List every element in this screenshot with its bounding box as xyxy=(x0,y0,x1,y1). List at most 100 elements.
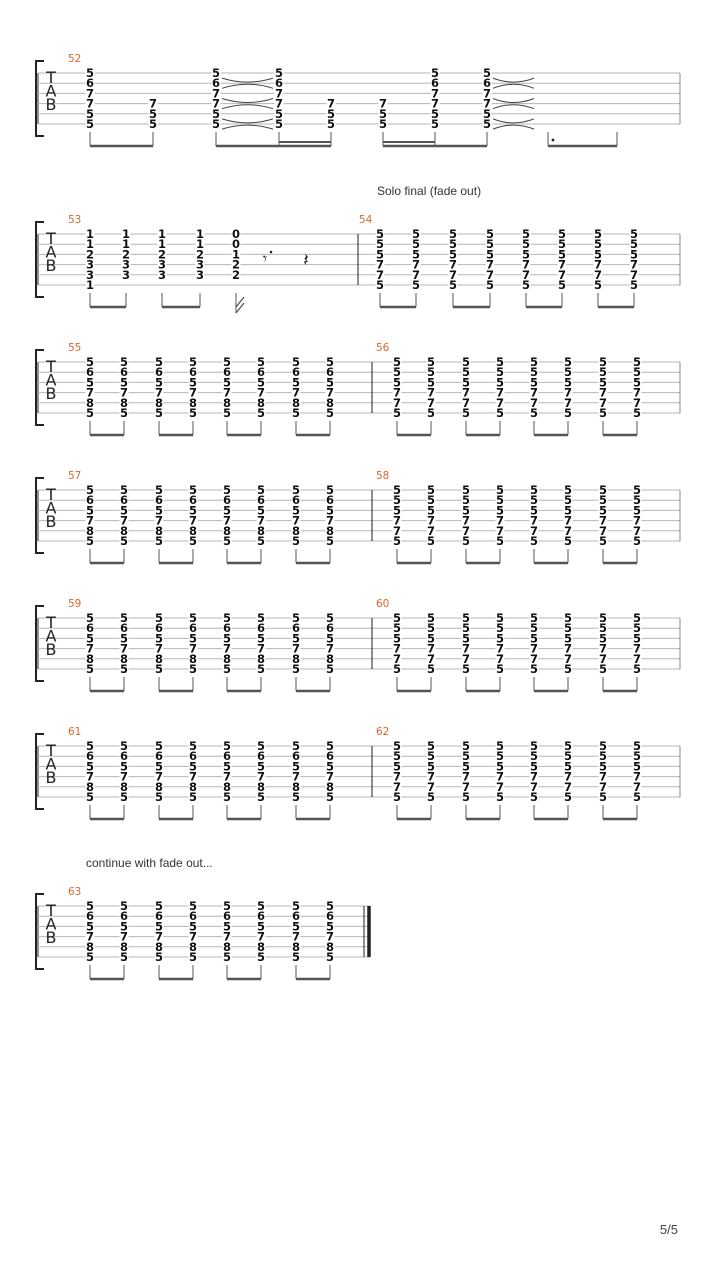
fret-number: 6 xyxy=(212,76,220,90)
fret-background xyxy=(157,269,167,280)
fret-background xyxy=(521,239,531,250)
fret-number: 5 xyxy=(522,247,530,261)
fret-number: 7 xyxy=(530,514,538,528)
fret-background xyxy=(392,408,402,418)
fret-number: 5 xyxy=(379,117,387,131)
fret-number: 7 xyxy=(292,770,300,784)
fret-number: 7 xyxy=(427,652,435,666)
fret-number: 7 xyxy=(599,780,607,794)
fret-background xyxy=(119,505,129,516)
fret-number: 7 xyxy=(599,396,607,410)
fret-number: 5 xyxy=(86,790,94,804)
fret-background xyxy=(632,515,642,526)
fret-background xyxy=(325,771,335,782)
fret-number: 5 xyxy=(86,919,94,933)
fret-number: 5 xyxy=(599,790,607,804)
fret-number: 7 xyxy=(212,97,220,111)
fret-number: 7 xyxy=(327,97,335,111)
fret-number: 7 xyxy=(496,780,504,794)
fret-background xyxy=(85,643,95,654)
fret-number: 5 xyxy=(530,611,538,625)
fret-background xyxy=(557,239,567,250)
fret-number: 7 xyxy=(427,396,435,410)
fret-background xyxy=(211,68,221,78)
fret-background xyxy=(461,485,471,495)
fret-background xyxy=(598,613,608,623)
fret-background xyxy=(392,781,402,792)
measure-number: 58 xyxy=(376,470,389,482)
fret-background xyxy=(426,643,436,654)
fret-number: 1 xyxy=(232,247,240,261)
fret-background xyxy=(392,387,402,398)
fret-background xyxy=(85,792,95,802)
fret-number: 5 xyxy=(326,919,334,933)
fret-background xyxy=(598,377,608,388)
fret-number: 8 xyxy=(155,396,163,410)
fret-background xyxy=(485,249,495,260)
fret-number: 6 xyxy=(189,621,197,635)
tab-clef-letter: B xyxy=(46,512,57,531)
fret-background xyxy=(85,88,95,99)
fret-number: 5 xyxy=(462,534,470,548)
fret-number: 5 xyxy=(257,631,265,645)
fret-background xyxy=(85,536,95,546)
measure-number: 54 xyxy=(359,214,373,226)
fret-background xyxy=(375,259,385,270)
fret-number: 3 xyxy=(196,268,204,282)
fret-background xyxy=(157,259,167,270)
fret-background xyxy=(121,249,131,260)
fret-background xyxy=(85,249,95,260)
fret-background xyxy=(411,259,421,270)
fret-background xyxy=(563,485,573,495)
fret-number: 5 xyxy=(564,631,572,645)
fret-background xyxy=(598,633,608,644)
fret-background xyxy=(119,664,129,674)
fret-background xyxy=(291,633,301,644)
fret-number: 5 xyxy=(326,503,334,517)
fret-number: 5 xyxy=(486,227,494,241)
fret-background xyxy=(529,387,539,398)
fret-background xyxy=(430,78,440,89)
fret-background xyxy=(291,408,301,418)
fret-number: 7 xyxy=(530,780,538,794)
tie-arc xyxy=(221,104,274,110)
fret-background xyxy=(426,613,436,623)
fret-number: 5 xyxy=(599,749,607,763)
fret-number: 7 xyxy=(427,386,435,400)
fret-background xyxy=(563,613,573,623)
fret-background xyxy=(85,229,95,239)
fret-number: 7 xyxy=(449,258,457,272)
fret-number: 5 xyxy=(189,483,197,497)
fret-background xyxy=(256,664,266,674)
fret-number: 7 xyxy=(86,386,94,400)
fret-background xyxy=(430,88,440,99)
fret-number: 5 xyxy=(326,631,334,645)
fret-background xyxy=(495,653,505,664)
fret-background xyxy=(256,387,266,398)
fret-number: 6 xyxy=(155,909,163,923)
fret-background xyxy=(598,781,608,792)
fret-number: 5 xyxy=(633,749,641,763)
fade-annotation: continue with fade out... xyxy=(86,856,213,870)
fret-background xyxy=(448,249,458,260)
fret-number: 6 xyxy=(86,909,94,923)
fret-background xyxy=(411,269,421,280)
fret-number: 5 xyxy=(292,355,300,369)
fret-number: 5 xyxy=(86,483,94,497)
fret-background xyxy=(521,269,531,280)
fret-background xyxy=(256,921,266,932)
fret-number: 6 xyxy=(86,76,94,90)
fret-number: 7 xyxy=(462,642,470,656)
fret-background xyxy=(563,633,573,644)
fret-background xyxy=(274,88,284,99)
fret-background xyxy=(85,781,95,792)
fret-number: 7 xyxy=(379,97,387,111)
fret-background xyxy=(426,397,436,408)
fret-background xyxy=(495,771,505,782)
fret-number: 7 xyxy=(427,770,435,784)
fret-background xyxy=(482,68,492,78)
fret-background xyxy=(598,357,608,367)
fret-number: 7 xyxy=(223,770,231,784)
fret-background xyxy=(119,515,129,526)
fret-background xyxy=(85,613,95,623)
